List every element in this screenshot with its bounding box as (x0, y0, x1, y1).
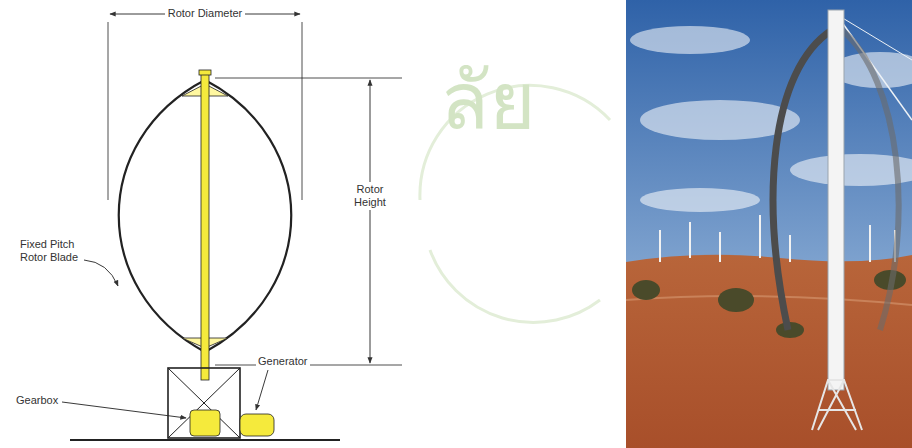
watermark-arc (430, 250, 600, 322)
sky (626, 0, 912, 448)
ground (626, 255, 912, 448)
shaft-cap (199, 70, 211, 75)
guy-cable (836, 14, 912, 120)
rotor-blade (842, 30, 899, 330)
ground-line (70, 439, 340, 441)
generator-symbol (240, 414, 274, 436)
part-label: Fixed Pitch Rotor Blade (20, 238, 86, 264)
rotor-blade (773, 30, 832, 330)
dimension-extension (215, 78, 402, 79)
cloud (640, 188, 760, 212)
part-label: Generator (256, 355, 310, 368)
rotor-shaft (201, 72, 209, 380)
turbine-tower (828, 10, 844, 390)
leader-line (62, 402, 186, 418)
ridge (626, 296, 912, 305)
trees (632, 270, 906, 338)
cloud (630, 26, 750, 54)
rotor-blade (205, 80, 291, 352)
lattice-base (812, 380, 862, 430)
part-label: Gearbox (16, 394, 58, 407)
dimension-extension (302, 22, 303, 200)
leader-line (256, 370, 268, 410)
darrieus-drawing (62, 14, 402, 440)
gearbox-frame (168, 368, 240, 438)
turbine-photo (626, 0, 912, 448)
leader-line (84, 260, 118, 286)
watermark: ลัย (440, 62, 536, 142)
part-label: Rotor Diameter (165, 7, 246, 20)
frame-brace (168, 368, 240, 438)
gearbox-symbol (190, 410, 220, 436)
dimension-extension (108, 22, 109, 200)
part-label: Rotor Height (346, 182, 394, 210)
rotor-blade (119, 80, 205, 352)
frame-brace (168, 368, 240, 438)
dimension-line (370, 80, 371, 363)
